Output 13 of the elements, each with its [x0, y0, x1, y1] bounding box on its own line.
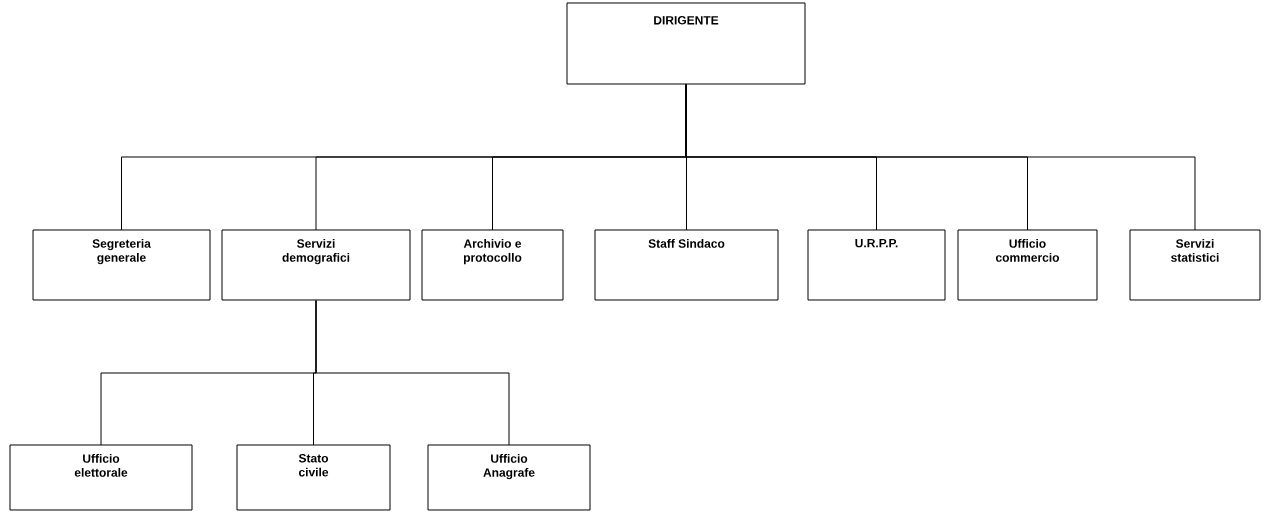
org-box: Segreteria generale — [32, 229, 211, 301]
org-box: Servizi statistici — [1129, 229, 1261, 301]
org-box: Ufficio elettorale — [9, 444, 193, 511]
org-box: DIRIGENTE — [566, 2, 806, 85]
connector — [685, 84, 1196, 231]
org-box: Servizi demografici — [221, 229, 411, 301]
org-box: Ufficio commercio — [957, 229, 1098, 301]
org-box: Archivio e protocollo — [421, 229, 564, 301]
org-box: Ufficio Anagrafe — [427, 444, 591, 511]
org-box: Staff Sindaco — [594, 229, 779, 301]
connector — [315, 300, 510, 446]
org-box: U.R.P.P. — [807, 229, 946, 301]
org-box: Stato civile — [236, 444, 391, 511]
